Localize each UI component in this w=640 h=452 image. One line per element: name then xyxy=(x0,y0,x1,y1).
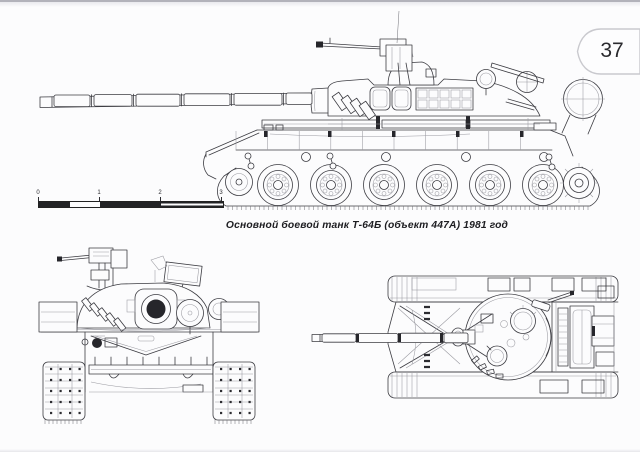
page-number: 37 xyxy=(600,39,624,62)
top-turret xyxy=(462,291,574,381)
scale-label-2: 2 xyxy=(158,190,162,196)
front-smoke-launchers xyxy=(81,297,127,332)
scale-label-3: 3 xyxy=(219,190,223,196)
smoke-launchers xyxy=(331,91,376,121)
page-top-edge xyxy=(0,0,640,2)
scale-bar-track xyxy=(38,201,224,208)
top-gunner-hatch xyxy=(486,345,508,367)
page-top-fade xyxy=(0,2,640,7)
scale-label-1: 1 xyxy=(97,190,101,196)
caption-text: Основной боевой танк Т-64Б (объект 447А)… xyxy=(225,220,509,231)
scale-label-0: 0 xyxy=(36,190,40,196)
aa-machine-gun xyxy=(316,10,413,86)
scale-segment xyxy=(39,202,70,207)
front-view-drawing xyxy=(38,247,260,424)
page-number-badge[interactable]: 37 xyxy=(576,28,640,75)
side-running-gear xyxy=(225,152,598,206)
top-tracks xyxy=(387,275,619,399)
scale-segment xyxy=(69,202,100,207)
scale-segment xyxy=(100,202,161,207)
front-turret xyxy=(76,282,230,335)
front-tracks xyxy=(42,361,256,424)
side-turret xyxy=(310,10,545,130)
scale-bar: 0 1 2 3 xyxy=(36,190,224,208)
front-searchlight-box xyxy=(163,261,203,287)
caption: Основной боевой танк Т-64Б (объект 447А)… xyxy=(94,220,640,231)
side-gun-barrel xyxy=(39,92,313,108)
exhaust xyxy=(591,315,615,347)
front-ir-searchlight xyxy=(176,299,204,327)
top-smoke-launchers xyxy=(471,355,504,379)
front-aa-gun xyxy=(57,247,128,291)
headlight xyxy=(92,338,102,348)
page-bottom-edge xyxy=(0,449,640,452)
front-hull xyxy=(38,301,260,393)
side-view-drawing xyxy=(39,10,605,210)
top-view-drawing xyxy=(311,275,619,399)
top-gun-barrel xyxy=(311,332,469,344)
side-fuel-drum xyxy=(561,77,605,135)
badge-shape xyxy=(576,28,640,75)
gun-muzzle xyxy=(146,299,166,319)
scale-segment xyxy=(161,202,223,207)
